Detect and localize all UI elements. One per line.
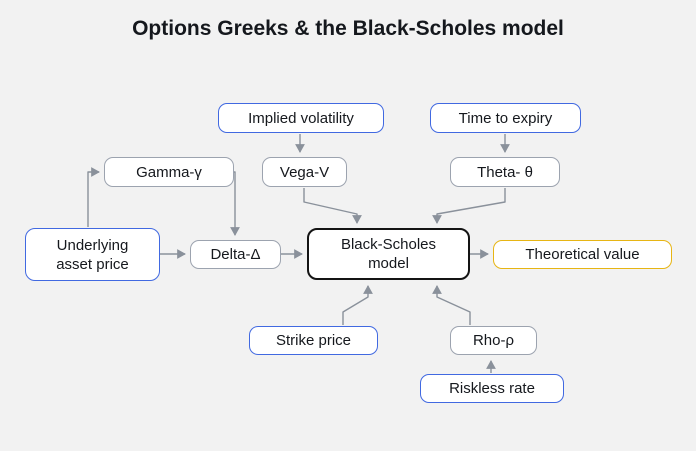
- node-label: Strike price: [275, 332, 352, 349]
- node-black-scholes-model: Black-Scholes model: [307, 228, 470, 280]
- node-label: Time to expiry: [458, 109, 553, 127]
- node-label: Riskless rate: [449, 380, 535, 397]
- node-label-line2: model: [368, 255, 409, 272]
- node-label-line1: Black-Scholes: [340, 236, 437, 253]
- node-riskless-rate: Riskless rate: [420, 374, 564, 403]
- node-delta: Delta-Δ: [190, 240, 281, 269]
- node-strike-price: Strike price: [249, 326, 378, 355]
- node-implied-volatility: Implied volatility: [218, 103, 384, 133]
- node-label: Theta- θ: [477, 163, 533, 181]
- node-label-line1: Underlying: [56, 236, 129, 254]
- node-label: Gamma-γ: [136, 163, 202, 181]
- edge-vega-to-black-scholes: [303, 188, 362, 224]
- node-label: Delta-Δ: [210, 246, 261, 263]
- node-underlying-asset-price: Underlying asset price: [25, 228, 160, 281]
- node-gamma: Gamma-γ: [104, 157, 234, 187]
- node-theoretical-value: Theoretical value: [493, 240, 672, 269]
- edge-strike-price-to-black-scholes: [342, 285, 373, 325]
- node-label-line2: asset price: [56, 255, 129, 273]
- node-theta: Theta- θ: [450, 157, 560, 187]
- edge-gamma-to-delta: [230, 171, 240, 236]
- edge-underlying-to-gamma: [87, 167, 100, 227]
- node-label: Theoretical value: [525, 246, 640, 263]
- diagram-title: Options Greeks & the Black-Scholes model: [132, 17, 564, 40]
- node-label: Vega-V: [279, 163, 330, 181]
- node-label: Rho-ρ: [472, 332, 515, 349]
- node-time-to-expiry: Time to expiry: [430, 103, 581, 133]
- node-label: Implied volatility: [248, 109, 354, 127]
- edge-rho-to-black-scholes: [432, 285, 471, 325]
- node-rho: Rho-ρ: [450, 326, 537, 355]
- edge-theta-to-black-scholes: [432, 188, 506, 224]
- node-vega: Vega-V: [262, 157, 347, 187]
